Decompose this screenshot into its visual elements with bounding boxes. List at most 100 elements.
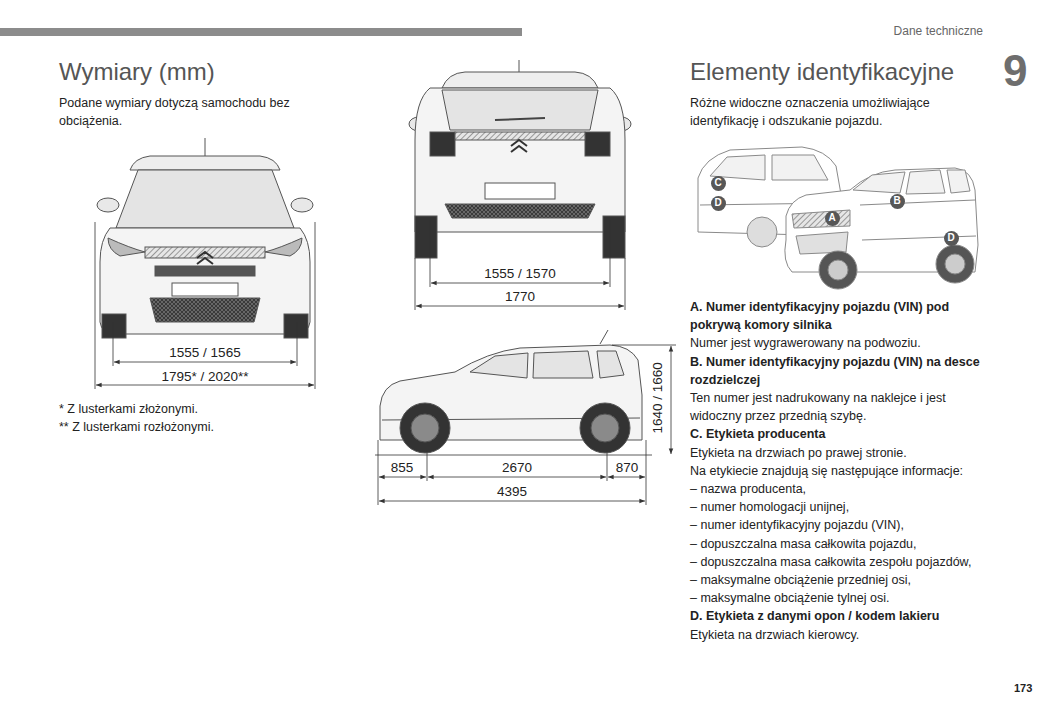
item-heading: C. Etykieta producenta <box>690 425 995 443</box>
item-text: – maksymalne obciążenie przedniej osi, <box>690 571 995 589</box>
side-window <box>597 351 624 378</box>
dimension-line <box>608 477 645 478</box>
dimension-line <box>114 362 296 363</box>
light-band <box>455 132 585 140</box>
front-car-wheel <box>936 245 974 283</box>
diffuser <box>445 204 595 218</box>
extension-line <box>415 258 416 310</box>
extension-line <box>612 345 676 346</box>
text-label: Podane wymiary dotyczą samochodu bez obc… <box>59 94 309 130</box>
text-label: * Z lusterkami złożonymi. <box>59 400 198 418</box>
front-car-windshield <box>853 172 905 193</box>
front-car-grille <box>792 210 850 228</box>
side-window <box>470 353 528 378</box>
wheel <box>580 403 630 453</box>
wheel <box>603 216 625 258</box>
text-label: 173 <box>1014 681 1032 697</box>
item-text: Numer jest wygrawerowany na podwoziu. <box>690 334 995 352</box>
front-car-rim <box>945 254 965 274</box>
callout-marker: D <box>944 231 959 246</box>
text-label: Dane techniczne <box>894 23 983 40</box>
extension-line <box>610 220 611 287</box>
dimension-label: 4395 <box>497 482 527 502</box>
extension-line <box>607 450 608 481</box>
antenna <box>600 330 608 344</box>
callout-letter: D <box>947 233 954 243</box>
item-text: – dopuszczalna masa całkowita zespołu po… <box>690 553 995 571</box>
dimension-line <box>96 385 314 386</box>
dimension-line <box>671 346 672 454</box>
front-view-car <box>97 138 313 338</box>
side-dimension-lines <box>375 345 676 505</box>
item-text: – dopuszczalna masa całkowita pojazdu, <box>690 535 995 553</box>
front-car-rim <box>828 260 848 280</box>
item-text: – numer identyfikacyjny pojazdu (VIN), <box>690 516 995 534</box>
dimension-line <box>379 477 426 478</box>
rear-car-wheel <box>747 217 777 247</box>
side-view-car <box>380 330 642 453</box>
wheel <box>415 216 437 258</box>
number-plate <box>172 283 238 296</box>
front-car-wheel <box>819 251 857 289</box>
item-text: Ten numer jest nadrukowany na naklejce i… <box>690 389 995 425</box>
item-heading: B. Numer identyfikacyjny pojazdu (VIN) n… <box>690 353 995 389</box>
dimension-label: 1555 / 1565 <box>169 343 240 363</box>
lower-grille <box>150 298 260 322</box>
dimension-line <box>416 306 624 307</box>
item-heading: D. Etykieta z danymi opon / kodem lakier… <box>690 607 995 625</box>
windshield <box>116 170 294 228</box>
section-heading: Wymiary (mm) <box>59 58 215 86</box>
dimension-label: 1555 / 1570 <box>484 264 555 284</box>
wheel <box>400 403 450 453</box>
dimension-line <box>431 283 609 284</box>
extension-line <box>315 222 316 389</box>
extension-line <box>625 258 626 310</box>
side-window <box>533 351 593 378</box>
logo <box>511 140 527 152</box>
callout-letter: B <box>893 196 900 206</box>
text-column: A. Numer identyfikacyjny pojazdu (VIN) p… <box>690 298 995 644</box>
callout-letter: D <box>714 198 721 208</box>
dimension-line <box>428 477 606 478</box>
callout-letter: C <box>714 178 721 188</box>
antenna <box>519 60 520 73</box>
identification-illustration <box>698 147 978 289</box>
extension-line <box>427 450 428 481</box>
section-heading: 9 <box>1003 46 1027 97</box>
callout-marker: D <box>711 196 726 211</box>
dimension-label: 1795* / 2020** <box>161 367 248 387</box>
dimension-label: 1770 <box>505 287 535 307</box>
roof <box>130 156 280 170</box>
tail-light <box>430 132 455 156</box>
ground-line <box>375 455 652 456</box>
mirror <box>291 198 313 212</box>
dimension-label: 1640 / 1660 <box>648 362 668 433</box>
item-text: – nazwa producenta, <box>690 480 995 498</box>
roof <box>442 72 598 88</box>
mirror <box>97 198 119 212</box>
rear-dimension-lines <box>415 220 625 310</box>
callout-marker: C <box>711 176 726 191</box>
front-dimension-lines <box>95 222 315 389</box>
rear-view-car <box>409 60 631 258</box>
callout-marker: B <box>890 194 905 209</box>
item-text: – numer homologacji unijnej, <box>690 498 995 516</box>
body <box>100 228 310 334</box>
item-text: – maksymalne obciążenie tylnej osi. <box>690 589 995 607</box>
item-text: Etykieta na drzwiach kierowcy. <box>690 626 995 644</box>
header-bar <box>0 28 522 36</box>
front-car-window <box>947 170 970 193</box>
dimension-label: 855 <box>391 458 414 478</box>
body <box>415 88 625 232</box>
rear-window <box>442 90 598 130</box>
extension-line <box>113 322 114 366</box>
wheel <box>102 314 126 338</box>
rear-car-window <box>772 155 828 180</box>
front-car-window <box>906 170 945 194</box>
callout-letter: A <box>828 213 835 223</box>
air-intake <box>155 266 255 276</box>
item-text: Etykieta na drzwiach po prawej stronie. <box>690 444 995 462</box>
tail-light <box>585 132 610 156</box>
headlight <box>265 238 302 256</box>
